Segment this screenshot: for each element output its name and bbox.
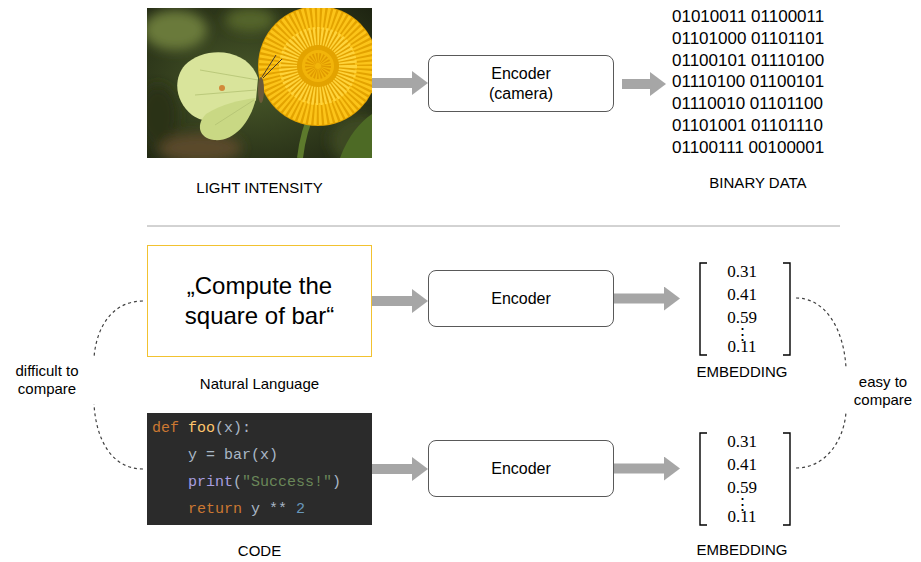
node-label: Encoder [491,289,551,309]
caption: LIGHT INTENSITY [196,179,322,197]
caption: CODE [238,542,281,560]
vector-value: 0.31 [680,263,804,281]
separator-line [147,226,840,227]
dashed-bracket [94,404,143,469]
petals [288,36,348,96]
encoder-box: Encoder [428,440,614,497]
block-arrow [622,79,654,89]
bokeh [147,10,207,50]
annotation: easy to compare [850,373,916,409]
vector-value: 0.41 [680,456,804,474]
node-label: Encoder [491,459,551,479]
encoder-box: Encoder [428,270,614,327]
bokeh [147,85,178,145]
bokeh [225,8,275,32]
vector-value: 0.59 [680,309,804,327]
vector-value: 0.31 [680,433,804,451]
code-line: return y ** 2 [188,496,305,523]
caption: EMBEDDING [697,541,788,559]
node-label: „Compute the square of bar“ [157,271,362,331]
binary-row: 01100111 00100001 [672,138,824,158]
block-arrow [614,294,668,304]
flower-center [302,50,334,82]
dashed-bracket [94,301,143,358]
vector-value: 0.11 [680,338,804,356]
flower-center [310,58,326,74]
wing-spot [219,85,225,91]
wing-veins [195,70,258,125]
vector-value: 0.41 [680,286,804,304]
block-arrow [372,78,416,88]
petals [258,8,372,126]
binary-row: 01100101 01110100 [672,51,824,71]
antenna [262,55,282,78]
dashed-bracket [796,298,846,368]
node-label: Encoder (camera) [479,64,563,104]
block-arrow [614,464,668,474]
photo-frame: LIGHT INTENSITY [147,8,372,158]
code-line: print("Success!") [188,469,341,496]
block-arrow [372,464,416,474]
butterfly-photo [147,8,372,158]
code-line: y = bar(x) [188,442,278,469]
annotation: difficult to compare [4,362,90,398]
petals [270,18,366,114]
binary-row: 01101001 01101110 [672,116,823,136]
dandelion [258,8,372,126]
butterfly [177,52,282,140]
code-box: def foo(x):y = bar(x)print("Success!")re… [147,413,372,525]
block-arrow [372,296,416,306]
embedding-vector: 0.310.410.59⋮0.11EMBEDDING [680,432,804,526]
binary-row: 01110100 01100101 [672,72,824,92]
caption: BINARY DATA [709,174,806,192]
encoder-box: Encoder (camera) [428,55,614,112]
binary-row: 01110010 01101100 [672,94,823,114]
binary-row: 01101000 01101101 [672,29,824,49]
dashed-bracket [796,412,846,468]
caption: EMBEDDING [697,363,788,381]
vector-value: 0.11 [680,508,804,526]
leaf [340,114,372,158]
embedding-vector: 0.310.410.59⋮0.11EMBEDDING [680,262,804,356]
vector-value: 0.59 [680,479,804,497]
butterfly-body [258,77,264,103]
binary-row: 01010011 01100011 [672,7,824,27]
caption: Natural Language [200,375,319,393]
code-line: def foo(x): [152,415,251,442]
text-box: „Compute the square of bar“Natural Langu… [147,245,372,357]
